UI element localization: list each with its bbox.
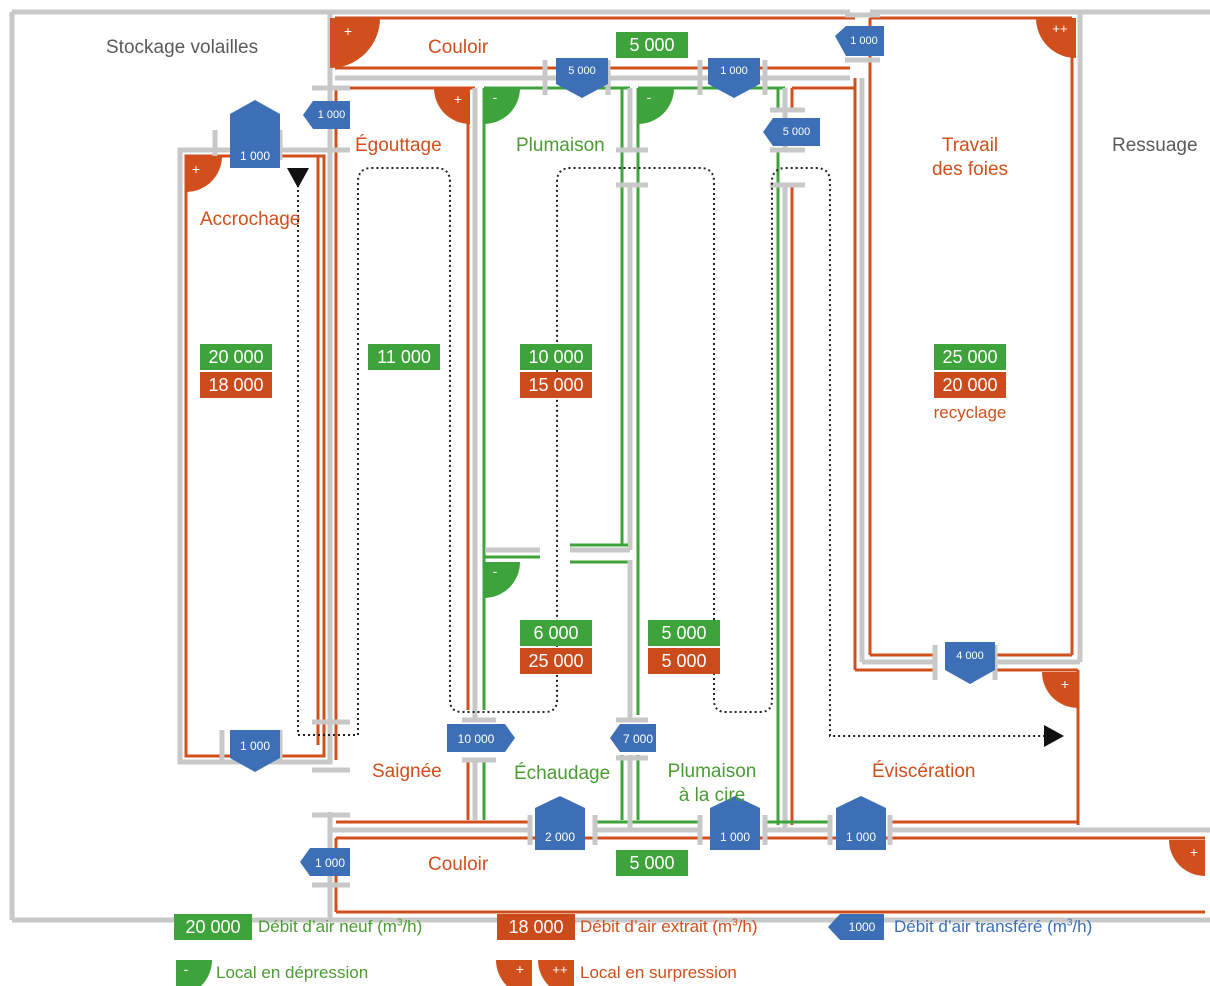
plumaison-cire-label-1: Plumaison	[667, 761, 757, 782]
legend-transfer-value: 1000	[848, 920, 876, 934]
couloir-bottom-label: Couloir	[428, 854, 489, 875]
accrochage-extracted-air: 18 000	[200, 372, 272, 398]
legend-transfer-label: Débit d’air transféré (m3/h)	[894, 917, 1093, 936]
echaudage-extracted-air: 25 000	[520, 648, 592, 674]
minus-marker: -	[492, 563, 498, 579]
accrochage-new-air: 20 000	[200, 344, 272, 370]
transfer-label: 4 000	[956, 650, 984, 662]
echaudage-label: Échaudage	[514, 763, 611, 784]
plus-marker: +	[1060, 676, 1070, 692]
transfer-label: 2 000	[544, 830, 576, 844]
legend-plusplus-symbol: ++	[552, 962, 568, 977]
egouttage-new-air: 11 000	[368, 344, 440, 370]
plusplus-marker: ++	[1052, 21, 1068, 36]
transfer-label: 1 000	[719, 830, 751, 844]
transfer-label: 5 000	[568, 65, 596, 77]
plumaison-cire-label-2: à la cire	[678, 785, 746, 806]
minus-marker: -	[492, 89, 498, 105]
accrochage-room	[177, 147, 333, 765]
transfer-label: 10 000	[457, 732, 495, 746]
minus-marker: -	[646, 89, 652, 105]
transfer-label: 1 000	[850, 35, 878, 47]
couloir-top-label: Couloir	[428, 37, 489, 58]
plus-marker: +	[191, 161, 201, 177]
legend-ext-label: Débit d’air extrait (m3/h)	[580, 917, 758, 936]
transfer-tags	[230, 26, 995, 876]
cire-new-air: 5 000	[648, 620, 720, 646]
legend-ext-swatch	[497, 914, 575, 940]
legend-plusplus-swatch	[538, 960, 574, 986]
partition-walls	[327, 18, 1080, 830]
legend-minus-swatch	[176, 960, 212, 986]
transfer-label: 7 000	[622, 732, 654, 746]
legend-plus-swatch	[496, 960, 532, 986]
legend-shapes	[174, 914, 884, 986]
plus-marker: +	[1189, 844, 1199, 860]
legend-transfer-swatch	[828, 914, 884, 940]
plus-marker: +	[453, 91, 463, 107]
recyclage-label: recyclage	[933, 403, 1007, 422]
travail-label-1: Travail	[941, 135, 999, 156]
process-path	[297, 167, 1048, 737]
transfer-label: 1 000	[239, 149, 271, 163]
transfer-label: 1 000	[239, 739, 271, 753]
plumaison-new-air: 10 000	[520, 344, 592, 370]
cire-extracted-air: 5 000	[648, 648, 720, 674]
saignee-label: Saignée	[372, 761, 442, 782]
couloir-bottom-new-air: 5 000	[616, 850, 688, 876]
travail-extracted-air: 20 000	[934, 372, 1006, 398]
stockage-label: Stockage volailles	[106, 37, 259, 58]
legend-plus-symbol: +	[515, 961, 525, 977]
plumaison-extracted-air: 15 000	[520, 372, 592, 398]
transfer-label: 1 000	[720, 65, 748, 77]
legend-depression-label: Local en dépression	[216, 963, 369, 982]
egouttage-label: Égouttage	[355, 135, 442, 156]
travail-new-air: 25 000	[934, 344, 1006, 370]
plumaison-label: Plumaison	[516, 135, 605, 156]
transfer-label: 5 000	[782, 126, 811, 138]
path-end-arrow	[1044, 725, 1064, 747]
ressuage-label: Ressuage	[1112, 135, 1198, 156]
legend-ext-value: 18 000	[508, 917, 564, 937]
transfer-label: 1 000	[317, 109, 346, 121]
plus-marker: +	[343, 23, 353, 39]
couloir-bottom-walls	[327, 755, 1210, 920]
path-start-arrow	[287, 168, 309, 188]
evisceration-label: Éviscération	[872, 761, 976, 782]
legend-surpression-label: Local en surpression	[580, 963, 737, 982]
legend-new-value: 20 000	[185, 917, 241, 937]
transfer-label: 1 000	[314, 856, 346, 870]
transfer-label: 1 000	[845, 830, 877, 844]
echaudage-new-air: 6 000	[520, 620, 592, 646]
accrochage-label: Accrochage	[200, 209, 301, 230]
legend-new-label: Débit d’air neuf (m3/h)	[258, 917, 423, 936]
door-marks	[212, 12, 998, 888]
legend-new-swatch	[174, 914, 252, 940]
pressure-markers	[186, 18, 1205, 876]
legend-minus-symbol: -	[183, 961, 189, 977]
travail-label-2: des foies	[931, 159, 1009, 180]
couloir-top-new-air: 5 000	[616, 32, 688, 58]
